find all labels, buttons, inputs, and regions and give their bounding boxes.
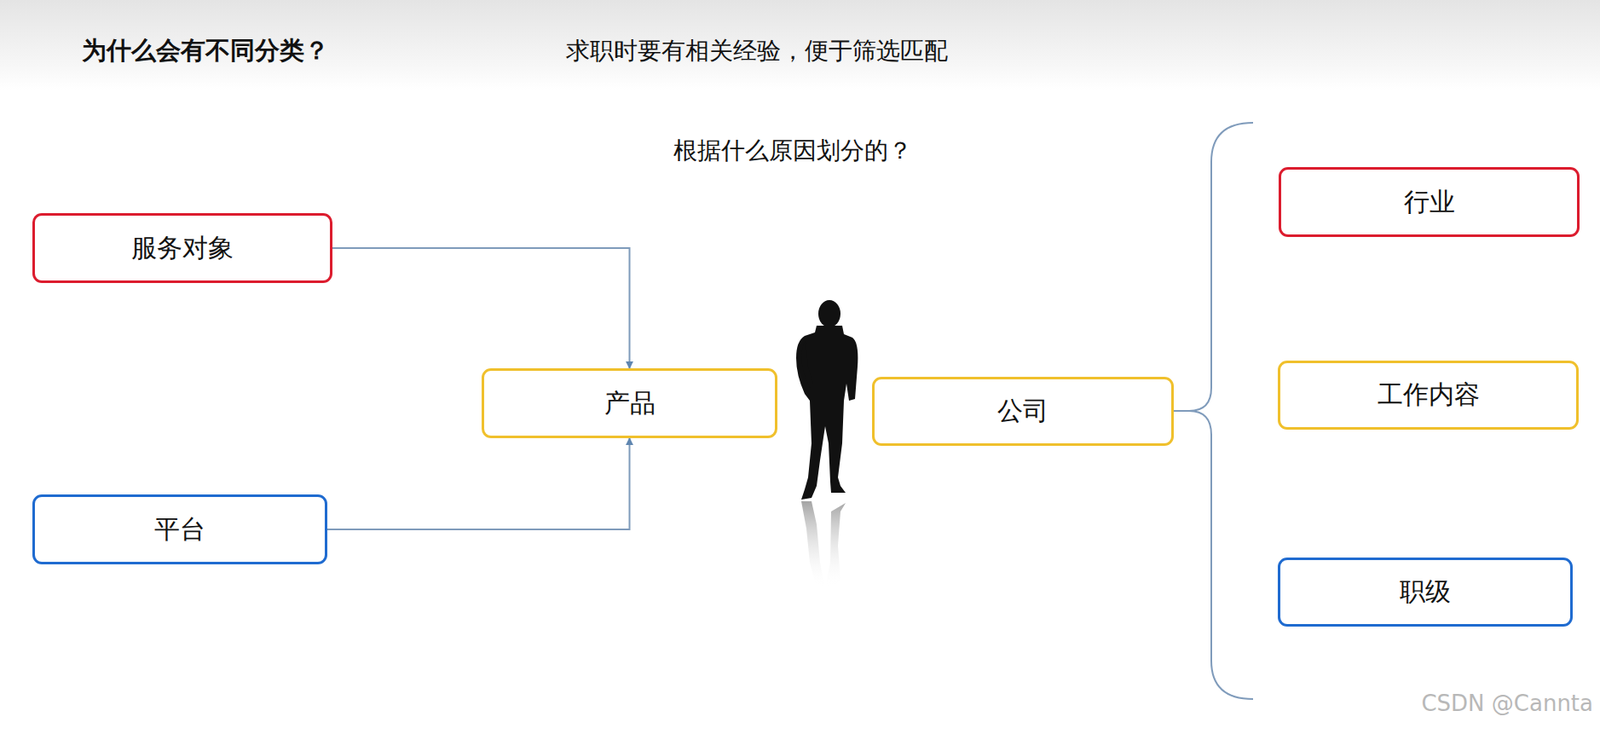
box-label: 工作内容 xyxy=(1377,377,1480,413)
brace-stub xyxy=(1173,410,1190,412)
category-box: 职级 xyxy=(1277,557,1573,627)
category-box: 服务对象 xyxy=(32,213,333,284)
page-title: 为什么会有不同分类？ xyxy=(81,34,330,69)
person-silhouette xyxy=(796,300,858,500)
person-reflection xyxy=(801,501,846,589)
box-label: 公司 xyxy=(997,393,1049,429)
category-box: 产品 xyxy=(481,368,778,439)
category-box: 公司 xyxy=(872,376,1174,446)
box-label: 行业 xyxy=(1403,184,1456,220)
flow-connector xyxy=(327,438,630,530)
question-label: 根据什么原因划分的？ xyxy=(673,134,913,168)
flow-connector xyxy=(332,248,630,369)
box-label: 职级 xyxy=(1399,574,1451,610)
box-label: 平台 xyxy=(154,512,206,548)
brace-bracket xyxy=(1189,122,1254,699)
category-box: 行业 xyxy=(1278,167,1580,237)
category-box: 工作内容 xyxy=(1277,360,1579,430)
box-label: 产品 xyxy=(604,386,656,422)
category-box: 平台 xyxy=(32,494,328,565)
box-label: 服务对象 xyxy=(131,231,234,266)
header-note: 求职时要有相关经验，便于筛选匹配 xyxy=(566,34,948,68)
watermark: CSDN @Cannta xyxy=(1420,690,1594,717)
